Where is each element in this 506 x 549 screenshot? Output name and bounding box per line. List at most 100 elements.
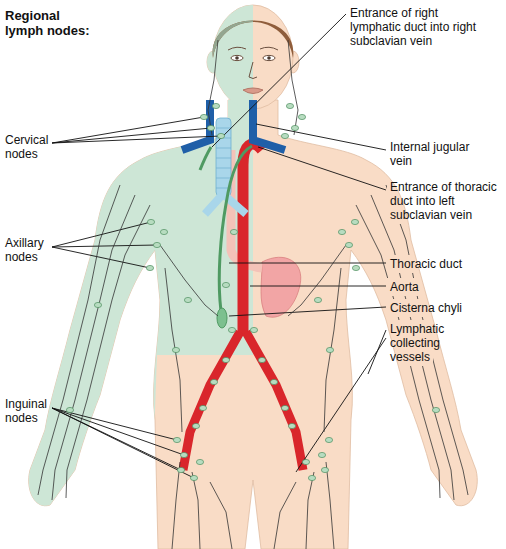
lymph-node xyxy=(302,459,309,464)
lymph-node xyxy=(281,133,288,138)
lymphatic-vessel xyxy=(192,472,200,549)
aorta xyxy=(243,144,262,335)
leader-line xyxy=(250,286,386,287)
pupil xyxy=(235,56,239,60)
leader-lines xyxy=(52,14,386,478)
lymph-node xyxy=(66,407,73,412)
lymphatic-vessel xyxy=(288,40,298,135)
cisterna-chyli xyxy=(217,308,227,328)
lymph-node xyxy=(147,219,154,224)
lymph-node xyxy=(432,407,439,412)
lymphatic-vessel xyxy=(274,482,296,549)
eyebrow xyxy=(260,47,278,50)
lymph-node xyxy=(212,103,219,108)
lymph-node xyxy=(325,437,332,442)
lymph-node xyxy=(184,297,191,302)
eyebrow xyxy=(228,47,246,50)
lymph-node xyxy=(228,327,235,332)
lymphatic-vessel xyxy=(288,245,346,316)
part-label: Inguinal nodes xyxy=(5,397,65,425)
lymph-node xyxy=(177,467,184,472)
lymph-node xyxy=(352,265,359,270)
leader-line xyxy=(256,124,386,150)
leader-line xyxy=(52,408,194,478)
part-label: Lymphatic collecting vessels xyxy=(390,322,460,364)
vessels-and-organs xyxy=(182,100,303,470)
leader-line xyxy=(229,263,386,264)
lymph-node xyxy=(230,229,237,234)
lymph-node xyxy=(314,297,321,302)
drainage-shading xyxy=(29,100,478,549)
body-silhouette xyxy=(29,5,478,549)
lymph-node xyxy=(192,423,199,428)
leader-line xyxy=(212,14,346,147)
iliac-artery xyxy=(246,332,303,470)
face xyxy=(228,47,278,93)
right-duct-drainage-region xyxy=(29,5,478,549)
thoracic-duct xyxy=(219,146,252,318)
internal-jugular-vein xyxy=(253,100,285,150)
lymphatic-vessel xyxy=(386,185,468,495)
lymph-node xyxy=(250,327,257,332)
lymph-node xyxy=(345,242,352,247)
mouth xyxy=(243,88,263,94)
hair xyxy=(213,21,294,59)
pupil xyxy=(267,56,271,60)
body-outline xyxy=(29,100,478,549)
lymph-node xyxy=(321,467,328,472)
lymph-node xyxy=(281,405,288,410)
part-label: Entrance of thoracic duct into left subc… xyxy=(390,180,500,222)
lymph-node xyxy=(160,229,167,234)
right-lymphatic-duct xyxy=(200,147,211,170)
lymphatic-vessel xyxy=(172,462,180,549)
eye xyxy=(263,55,275,60)
lymph-node xyxy=(298,114,305,119)
leader-line xyxy=(52,117,221,143)
lymph-node xyxy=(258,357,265,362)
part-label: Thoracic duct xyxy=(390,257,500,271)
lymph-node xyxy=(291,125,298,130)
lymph-node xyxy=(146,265,153,270)
lymph-node xyxy=(199,405,206,410)
group-heading: Regional lymph nodes: xyxy=(5,8,97,38)
trachea-rings xyxy=(216,128,231,188)
lymph-node xyxy=(94,302,101,307)
lymph-node xyxy=(207,125,214,130)
lymphatic-vessel xyxy=(324,268,341,432)
lymph-node xyxy=(210,379,217,384)
nose xyxy=(249,62,257,79)
leader-line xyxy=(258,147,386,190)
stomach xyxy=(261,257,301,317)
lymphatic-vessel xyxy=(210,482,232,549)
lymphatic-vessel xyxy=(306,472,314,549)
lymph-node xyxy=(172,347,179,352)
part-label: Axillary nodes xyxy=(5,236,65,264)
lymph-node xyxy=(318,452,325,457)
head-shading xyxy=(213,5,293,109)
lymphatic-vessel xyxy=(165,268,182,432)
lymph-node xyxy=(351,219,358,224)
part-label: Cisterna chyli xyxy=(390,301,490,315)
part-label: Entrance of right lymphatic duct into ri… xyxy=(350,6,488,48)
lymph-node xyxy=(190,475,197,480)
lymphatic-vessel xyxy=(66,205,150,498)
eye xyxy=(231,55,243,60)
lymph-node xyxy=(217,133,224,138)
lymph-node xyxy=(180,452,187,457)
head xyxy=(213,5,293,109)
lymphatic-vessel xyxy=(38,185,120,495)
lymph-node xyxy=(222,282,229,287)
lymph-node xyxy=(196,459,203,464)
lymphatic-vessel xyxy=(208,40,218,135)
iliac-artery xyxy=(183,332,240,470)
lymphatic-vessel xyxy=(52,195,135,500)
leader-line xyxy=(296,330,386,472)
lymph-node xyxy=(288,423,295,428)
lymphatic-network xyxy=(38,40,468,549)
lymph-node xyxy=(153,242,160,247)
lymph-node xyxy=(270,379,277,384)
hair-shading xyxy=(213,21,294,59)
internal-jugular-vein xyxy=(182,100,210,150)
